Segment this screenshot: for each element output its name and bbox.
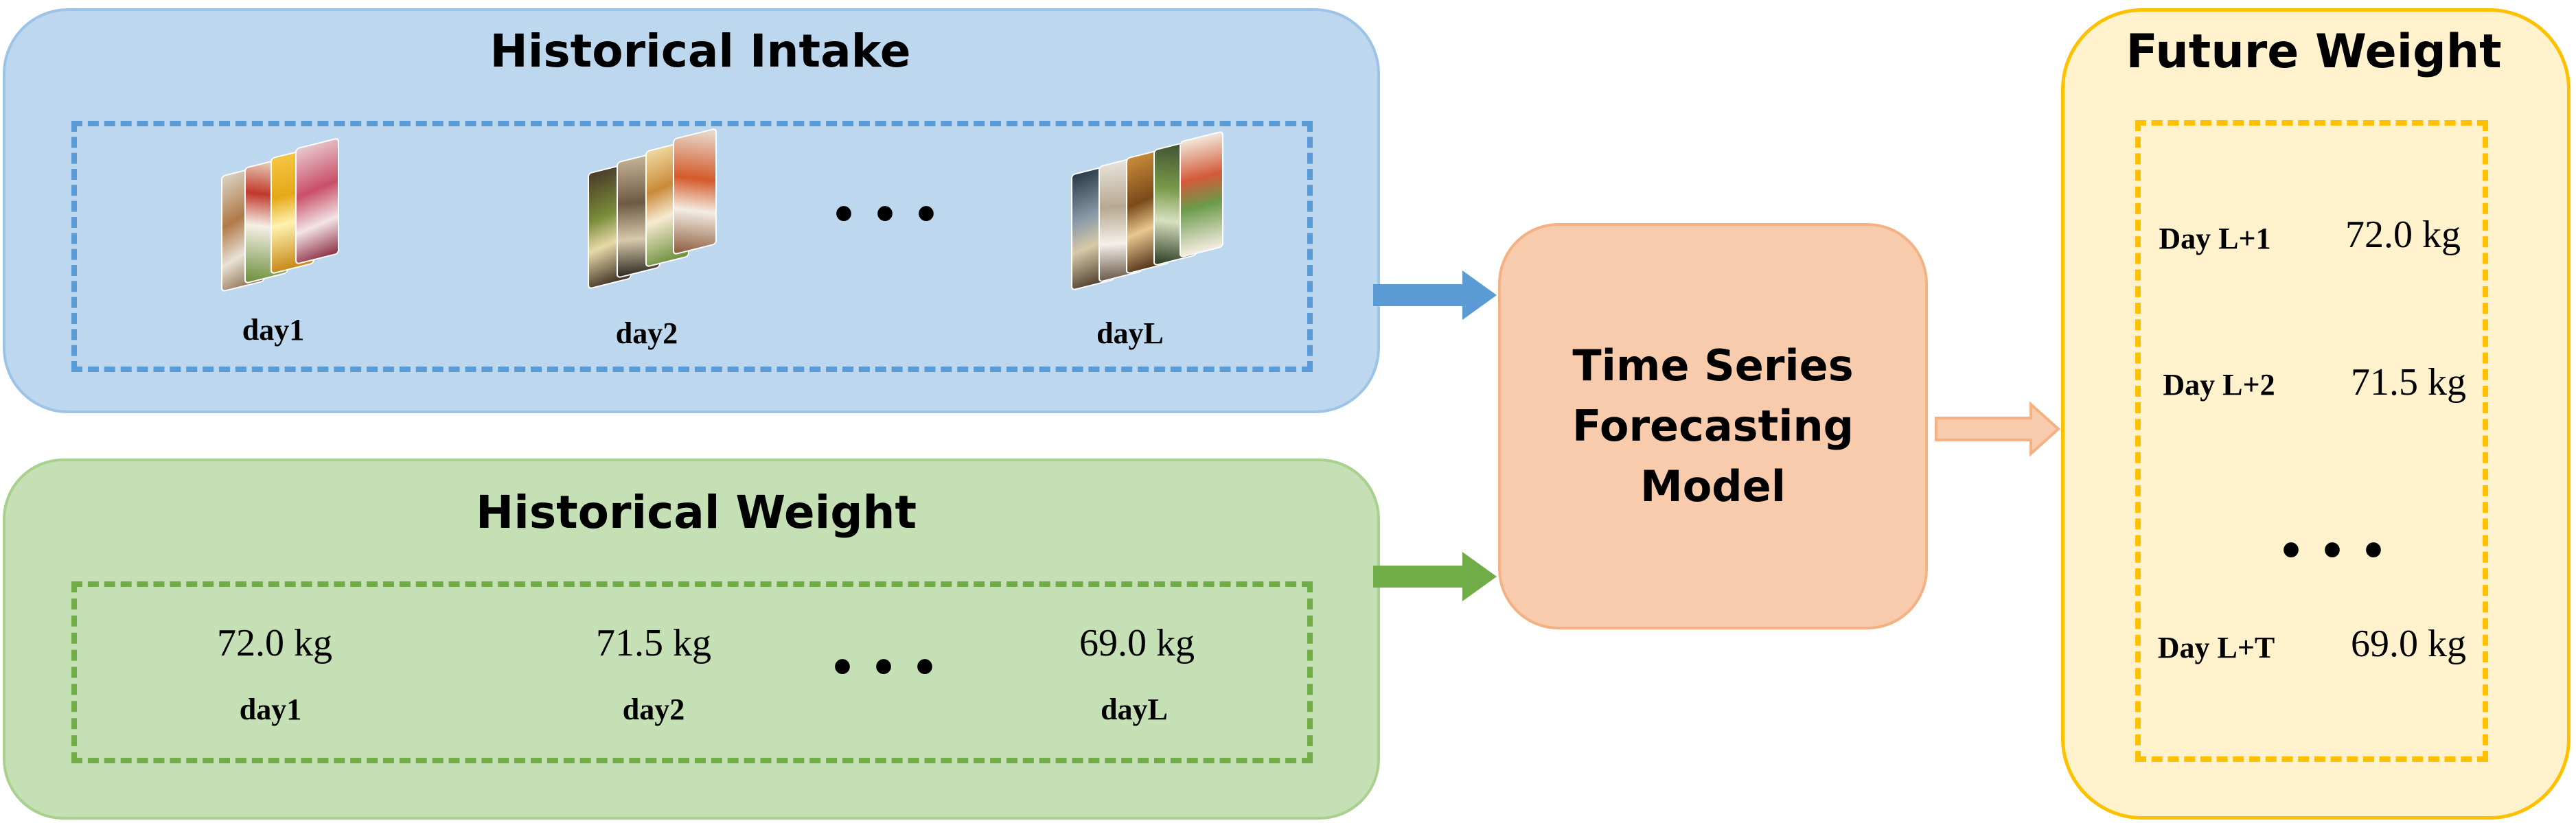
food-photo [674, 129, 715, 254]
food-photo [297, 139, 338, 264]
weight-value: 69.0 kg [1079, 622, 1195, 664]
future-day-label: Day L+2 [2163, 368, 2275, 402]
intake-day-label: day2 [615, 316, 678, 350]
future-day-label: Day L+T [2157, 631, 2275, 664]
future-ellipsis: • • • [2281, 520, 2388, 581]
weight-day-label: day2 [622, 693, 685, 726]
intake-to-model-arrow [1373, 270, 1497, 320]
food-photo [1181, 132, 1222, 257]
intake-day-label: dayL [1096, 316, 1164, 350]
future-weight-value: 72.0 kg [2345, 213, 2461, 256]
future-weight-value: 69.0 kg [2351, 623, 2466, 665]
weight-value: 72.0 kg [217, 622, 332, 664]
weight-day-label: day1 [239, 693, 302, 726]
historical-weight-title: Historical Weight [475, 486, 917, 539]
historical-weight-dashed-box [71, 581, 1313, 763]
intake-day-label: day1 [242, 313, 305, 347]
food-images-dayL [1072, 132, 1237, 295]
intake-ellipsis: • • • [833, 184, 941, 244]
future-day-label: Day L+1 [2159, 222, 2271, 255]
future-weight-dashed-box [2135, 120, 2488, 762]
model-to-future-arrow [1935, 402, 2060, 456]
historical-intake-dashed-box [71, 121, 1313, 372]
weight-day-label: dayL [1101, 693, 1168, 726]
forecasting-model-box: Time Series Forecasting Model [1498, 223, 1928, 629]
weight-value: 71.5 kg [596, 622, 711, 664]
forecasting-model-label: Time Series Forecasting Model [1572, 340, 1854, 511]
future-weight-title: Future Weight [2126, 25, 2502, 79]
historical-intake-title: Historical Intake [490, 25, 911, 78]
food-images-day2 [589, 129, 726, 292]
weight-ellipsis: • • • [832, 637, 939, 697]
food-images-day1 [222, 139, 346, 295]
weight-to-model-arrow [1373, 552, 1497, 601]
future-weight-value: 71.5 kg [2351, 361, 2466, 404]
